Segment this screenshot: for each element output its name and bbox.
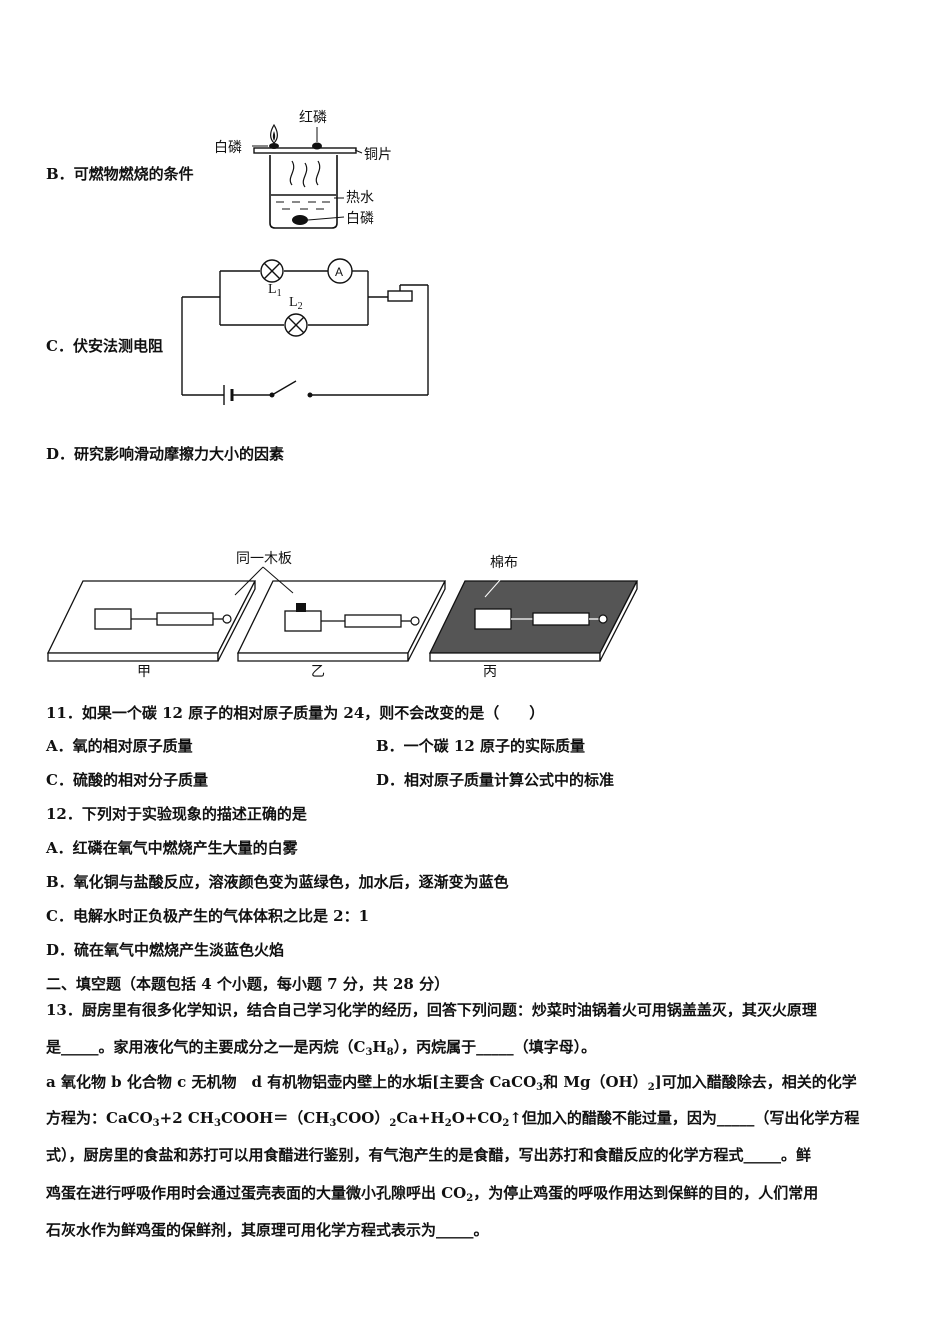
l1-sub: 1 bbox=[276, 288, 282, 299]
label-white-phosphorus-bottom: 白磷 bbox=[346, 210, 374, 226]
label-bing: 丙 bbox=[483, 663, 497, 679]
q13-line-1: 13．厨房里有很多化学知识，结合自己学习化学的经历，回答下列问题：炒菜时油锅着火… bbox=[46, 1001, 817, 1019]
option-b-text: B．可燃物燃烧的条件 bbox=[46, 165, 194, 183]
combustion-experiment-diagram bbox=[252, 123, 363, 229]
q11-option-a: A．氧的相对原子质量 bbox=[46, 737, 193, 755]
l2-sub: 2 bbox=[297, 301, 303, 312]
option-d-text: D．研究影响滑动摩擦力大小的因素 bbox=[46, 445, 285, 463]
label-hot-water: 热水 bbox=[346, 189, 374, 205]
friction-experiment-diagram bbox=[46, 566, 639, 662]
q13-line-7: 石灰水作为鲜鸡蛋的保鲜剂，其原理可用化学方程式表示为_____。 bbox=[46, 1221, 489, 1239]
label-same-board: 同一木板 bbox=[236, 550, 292, 566]
option-c-text: C．伏安法测电阻 bbox=[46, 337, 163, 355]
section-heading: 二、填空题（本题包括 4 个小题，每小题 7 分，共 28 分） bbox=[46, 975, 450, 993]
q13-line-2: 是_____。家用液化气的主要成分之一是丙烷（C3H8），丙烷属于_____（填… bbox=[46, 1038, 597, 1058]
q11-option-d: D．相对原子质量计算公式中的标准 bbox=[376, 771, 615, 789]
q11-stem: 11．如果一个碳 12 原子的相对原子质量为 24，则不会改变的是（ ） bbox=[46, 704, 545, 722]
label-red-phosphorus: 红磷 bbox=[299, 109, 327, 125]
ammeter-label: A bbox=[335, 265, 344, 279]
l2-label: L bbox=[289, 295, 298, 310]
circuit-diagram bbox=[181, 258, 429, 405]
q11-option-c: C．硫酸的相对分子质量 bbox=[46, 771, 208, 789]
q12-option-d: D．硫在氧气中燃烧产生淡蓝色火焰 bbox=[46, 941, 285, 959]
q12-stem: 12．下列对于实验现象的描述正确的是 bbox=[46, 805, 307, 823]
q12-option-c: C．电解水时正负极产生的气体体积之比是 2：1 bbox=[46, 907, 370, 925]
label-cotton-cloth: 棉布 bbox=[490, 554, 518, 570]
q13-line-6: 鸡蛋在进行呼吸作用时会通过蛋壳表面的大量微小孔隙呼出 CO2，为停止鸡蛋的呼吸作… bbox=[46, 1184, 819, 1204]
l1-label: L bbox=[268, 282, 277, 297]
q13-line-4: 方程为：CaCO3+2 CH3COOH＝（CH3COO）2Ca+H2O+CO2↑… bbox=[46, 1109, 860, 1129]
q11-option-b: B．一个碳 12 原子的实际质量 bbox=[376, 737, 585, 755]
label-white-phosphorus-top: 白磷 bbox=[214, 139, 242, 155]
label-jia: 甲 bbox=[137, 663, 151, 679]
q13-line-3: a 氧化物 b 化合物 c 无机物 d 有机物铝壶内壁上的水垢[主要含 CaCO… bbox=[46, 1073, 857, 1093]
label-yi: 乙 bbox=[311, 663, 325, 679]
q12-option-b: B．氧化铜与盐酸反应，溶液颜色变为蓝绿色，加水后，逐渐变为蓝色 bbox=[46, 873, 509, 891]
label-copper-sheet: 铜片 bbox=[364, 146, 392, 162]
q13-line-5: 式），厨房里的食盐和苏打可以用食醋进行鉴别，有气泡产生的是食醋，写出苏打和食醋反… bbox=[46, 1146, 812, 1164]
q12-option-a: A．红磷在氧气中燃烧产生大量的白雾 bbox=[46, 839, 298, 857]
